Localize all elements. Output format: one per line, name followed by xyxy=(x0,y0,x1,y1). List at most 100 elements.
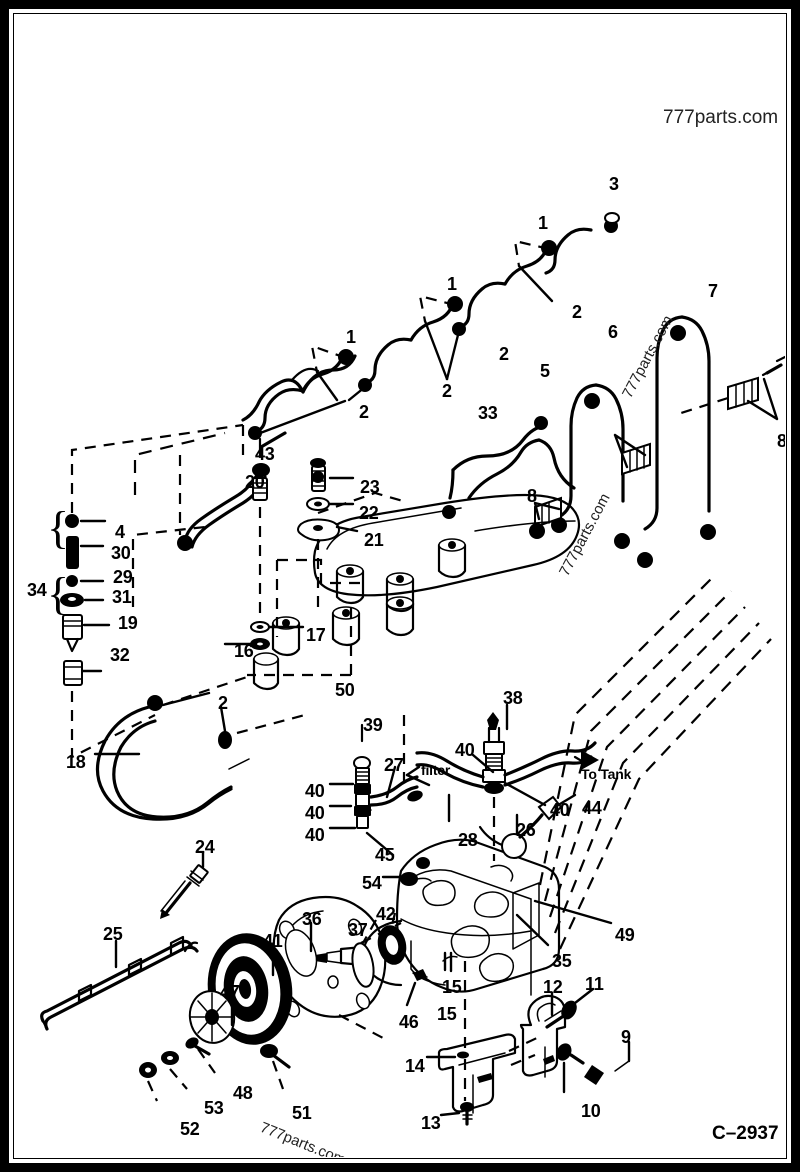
hub-47 xyxy=(188,990,236,1044)
callout-number-50: 50 xyxy=(335,680,355,700)
suction-hose-18 xyxy=(95,705,250,821)
callout-number-23: 23 xyxy=(360,477,380,497)
callout-number-22: 22 xyxy=(359,503,379,523)
callout-number-38: 38 xyxy=(503,688,523,708)
bolt-11 xyxy=(544,1000,577,1029)
callout-number-48: 48 xyxy=(233,1083,253,1103)
washer-17 xyxy=(250,621,270,633)
text-label-to-tank: To Tank xyxy=(581,766,632,782)
callout-number-43: 43 xyxy=(255,444,275,464)
fuel-injection-line-1-b xyxy=(364,301,455,385)
bolt-9 xyxy=(569,1053,604,1085)
callout-number-35: 35 xyxy=(552,951,572,971)
fuel-injection-line-1-c xyxy=(458,245,549,329)
callout-number-39: 39 xyxy=(363,715,383,735)
fuel-line-6 xyxy=(557,383,625,519)
nut-52 xyxy=(139,1062,157,1078)
glow-plug-24 xyxy=(160,864,209,919)
callout-number-44: 44 xyxy=(582,798,602,818)
watermark-wm-header: 777parts.com xyxy=(663,107,779,128)
bolt-10 xyxy=(556,1043,572,1061)
fuel-tube-28 xyxy=(407,751,485,802)
callout-number-2: 2 xyxy=(442,381,452,401)
callout-number-42: 42 xyxy=(376,904,396,924)
diagram-inner-border xyxy=(13,13,787,1159)
callout-number-52: 52 xyxy=(180,1119,200,1139)
callout-number-10: 10 xyxy=(581,1101,601,1121)
callout-number-19: 19 xyxy=(118,613,138,633)
fuel-injection-line-1-a xyxy=(254,353,345,434)
callout-number-8: 8 xyxy=(777,431,785,451)
callout-number-36: 36 xyxy=(302,909,322,929)
fitting-stack-39 xyxy=(353,723,372,829)
fitting-38 xyxy=(482,712,506,794)
assembly-34-stack xyxy=(60,514,84,686)
callout-number-27: 27 xyxy=(384,755,404,775)
callout-number-29: 29 xyxy=(113,567,133,587)
callout-number-40: 40 xyxy=(455,740,475,760)
fuel-line-5 xyxy=(467,438,576,500)
clamp-21 xyxy=(297,518,341,542)
callout-number-21: 21 xyxy=(364,530,384,550)
callout-number-40: 40 xyxy=(305,781,325,801)
cylinder-head-cover xyxy=(312,493,581,597)
o-ring-37 xyxy=(351,942,375,988)
diagram-canvas: .s{fill:none;stroke:#000;stroke-width:2.… xyxy=(15,15,785,1157)
callout-number-41: 41 xyxy=(263,931,283,951)
callout-number-14: 14 xyxy=(405,1056,425,1076)
callout-number-53: 53 xyxy=(204,1098,224,1118)
bracket-12 xyxy=(519,994,567,1078)
part-31 xyxy=(60,593,84,607)
washer-3 xyxy=(604,212,620,224)
callout-number-28: 28 xyxy=(458,830,478,850)
callout-number-32: 32 xyxy=(110,645,130,665)
callout-number-4: 4 xyxy=(115,522,125,542)
callout-number-40: 40 xyxy=(305,825,325,845)
callout-number-7: 7 xyxy=(708,281,718,301)
callout-number-45: 45 xyxy=(375,845,395,865)
washer-53 xyxy=(161,1051,179,1065)
part-19 xyxy=(62,614,83,653)
part-32 xyxy=(63,660,83,686)
callout-number-6: 6 xyxy=(608,322,618,342)
callout-number-46: 46 xyxy=(399,1012,419,1032)
woodruff-key-46 xyxy=(413,969,427,981)
callout-number-11: 11 xyxy=(585,974,604,994)
callout-number-15: 15 xyxy=(442,977,462,997)
callout-number-47: 47 xyxy=(220,982,240,1002)
callout-number-54: 54 xyxy=(362,873,382,893)
callout-number-40: 40 xyxy=(550,800,570,820)
fitting-54 xyxy=(400,872,418,886)
group-bracket-34-glyph-lower: { xyxy=(47,568,69,619)
callout-number-30: 30 xyxy=(111,543,131,563)
return-line-33 xyxy=(448,424,547,500)
callout-number-40: 40 xyxy=(305,803,325,823)
callout-number-26: 26 xyxy=(516,820,536,840)
callout-number-1: 1 xyxy=(346,327,356,347)
callout-number-12: 12 xyxy=(543,977,563,997)
callout-number-15: 15 xyxy=(437,1004,457,1024)
clamp-8-mid xyxy=(621,442,651,476)
bus-bar-25 xyxy=(40,935,199,1031)
control-lever-26 xyxy=(501,795,563,859)
callout-number-9: 9 xyxy=(621,1027,631,1047)
callout-number-31: 31 xyxy=(112,587,132,607)
bolt-13 xyxy=(460,1102,474,1126)
callout-number-17: 17 xyxy=(306,625,326,645)
callout-number-3: 3 xyxy=(609,174,619,194)
callout-number-51: 51 xyxy=(292,1103,312,1123)
fuel-line-7 xyxy=(643,315,711,531)
callout-number-2: 2 xyxy=(572,302,582,322)
callout-number-18: 18 xyxy=(66,752,86,772)
washer-23 xyxy=(312,471,324,483)
callout-number-16: 16 xyxy=(234,641,254,661)
callout-number-34: 34 xyxy=(27,580,47,600)
bolt-51 xyxy=(260,1044,291,1069)
text-label-filter: filter xyxy=(421,762,451,778)
callout-number-24: 24 xyxy=(195,837,215,857)
bracket-14 xyxy=(437,1033,517,1114)
line-end-fitting xyxy=(248,426,262,440)
callout-number-2: 2 xyxy=(218,693,228,713)
callout-number-2: 2 xyxy=(359,402,369,422)
